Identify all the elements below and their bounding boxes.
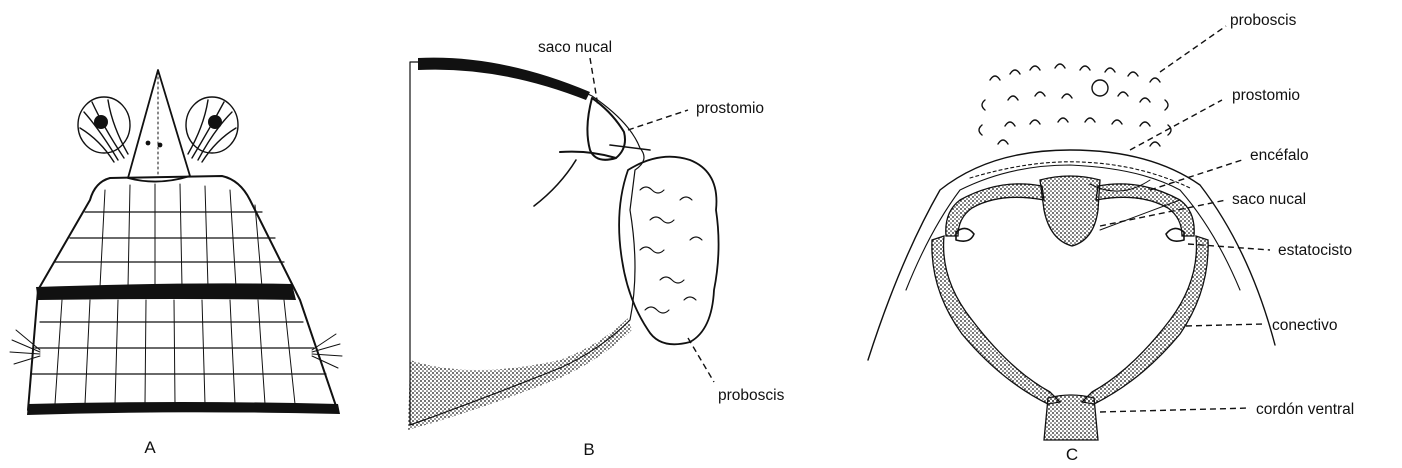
label-b-saco-nucal: saco nucal: [538, 39, 612, 56]
panel-b-label: B: [583, 440, 594, 459]
label-c-encefalo: encéfalo: [1250, 147, 1309, 164]
leader-c-proboscis: [1160, 26, 1226, 72]
label-c-proboscis: proboscis: [1230, 12, 1297, 29]
panel-c: proboscis prostomio encéfalo saco nucal …: [868, 12, 1354, 464]
worm-anterior-end-drawing: [10, 70, 342, 415]
label-c-saco-nucal: saco nucal: [1232, 191, 1306, 208]
leader-b-proboscis: [688, 338, 714, 382]
panel-c-label: C: [1066, 445, 1078, 464]
leader-c-prostomio: [1130, 100, 1222, 150]
label-b-proboscis: proboscis: [718, 387, 785, 404]
panel-b: saco nucal prostomio proboscis B: [408, 39, 785, 459]
leader-c-conectivo: [1186, 324, 1265, 326]
label-c-prostomio: prostomio: [1232, 87, 1300, 104]
panel-a-label: A: [144, 438, 156, 457]
panel-a: A: [10, 70, 342, 457]
label-c-cordon-ventral: cordón ventral: [1256, 401, 1354, 418]
label-b-prostomio: prostomio: [696, 100, 764, 117]
leader-c-encefalo: [1150, 160, 1242, 190]
nervous-system-section-drawing: [868, 64, 1275, 440]
leader-b-prostomio: [628, 110, 688, 130]
worm-head-lateral-drawing: [408, 58, 719, 430]
leader-c-cordon-ventral: [1100, 408, 1250, 412]
label-c-estatocisto: estatocisto: [1278, 242, 1352, 259]
label-c-conectivo: conectivo: [1272, 317, 1337, 334]
